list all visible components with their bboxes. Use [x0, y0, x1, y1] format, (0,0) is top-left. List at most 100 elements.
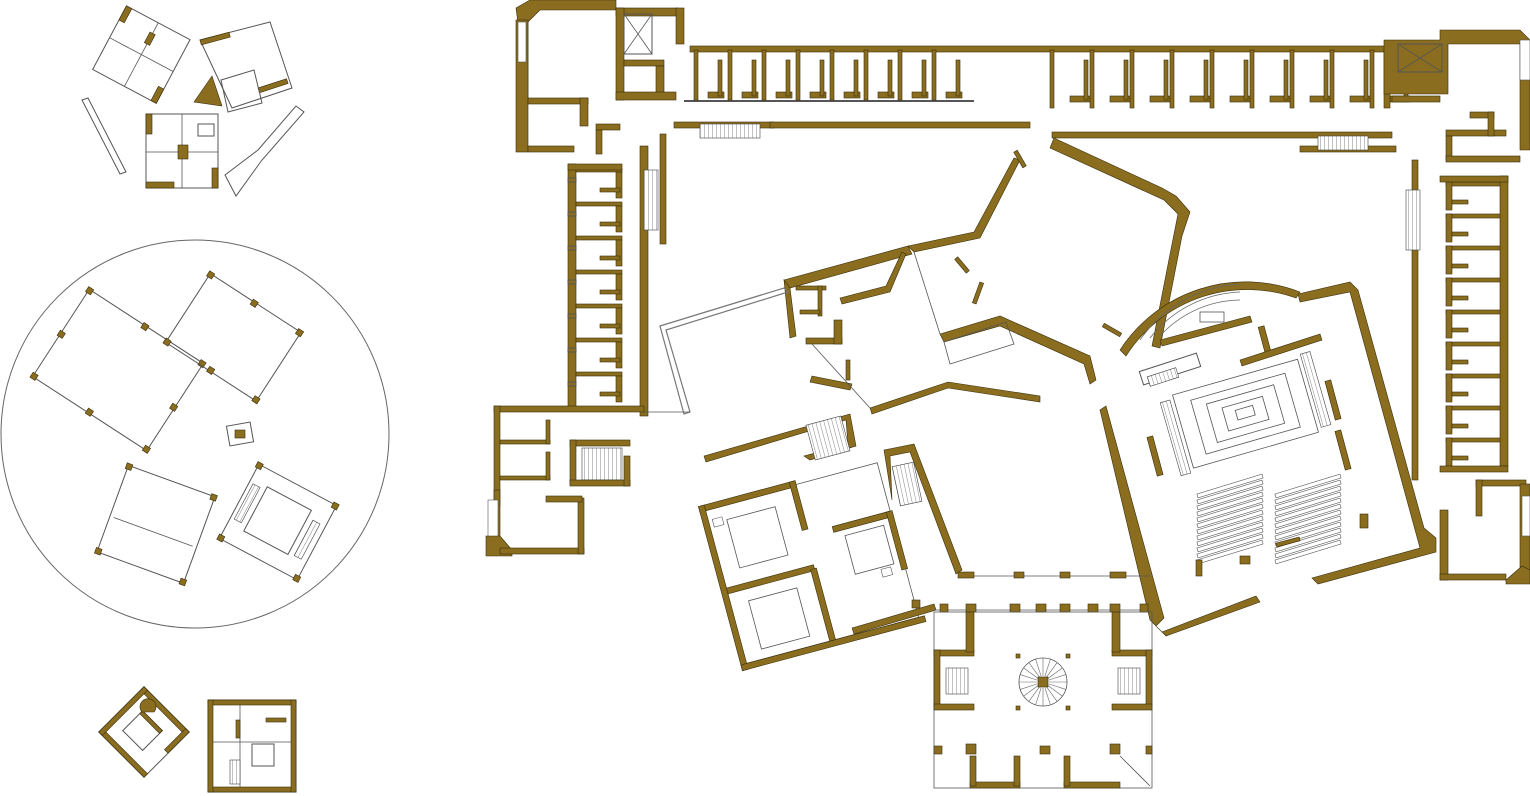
seat-row [1274, 479, 1342, 505]
room-wall [897, 49, 903, 101]
circle-block-upper-left [29, 286, 207, 454]
room-wall [931, 49, 937, 101]
room-wall [1445, 277, 1507, 283]
top-left-pavilions [81, 5, 305, 197]
spiral-step [1047, 685, 1063, 697]
seat-row [1274, 515, 1342, 541]
seat-row [1274, 473, 1342, 499]
seat-row [1274, 497, 1342, 523]
room-wall [1445, 405, 1453, 435]
south-corridor [934, 571, 1150, 613]
spiral-step [1044, 687, 1051, 705]
room-wall [1083, 59, 1089, 101]
west-wing [485, 163, 645, 557]
room-wall [599, 221, 621, 227]
room-wall [1049, 49, 1055, 109]
room-wall [863, 49, 869, 101]
pavilion-ramp [81, 97, 127, 175]
west-rooms [567, 167, 623, 403]
seat-row [1196, 497, 1264, 523]
room-wall [1363, 59, 1369, 101]
room-wall [761, 49, 767, 101]
room-wall [615, 171, 623, 199]
room-door [567, 381, 577, 387]
seat-row [1274, 533, 1342, 559]
studio-cluster [698, 413, 963, 672]
house-rotated [98, 686, 190, 778]
spiral-step [1028, 686, 1040, 702]
spiral-step [1048, 674, 1066, 681]
room-wall [1445, 277, 1453, 307]
room-wall [1451, 199, 1469, 205]
room-wall [1329, 49, 1335, 109]
east-rooms [1445, 181, 1507, 467]
north-rooms-left [693, 49, 963, 101]
room-wall [727, 49, 733, 101]
room-wall [1089, 49, 1095, 109]
room-wall [1451, 263, 1469, 269]
spiral-stair [1019, 658, 1067, 706]
room-wall [615, 341, 623, 369]
room-wall [615, 273, 623, 301]
room-wall [615, 307, 623, 335]
room-wall [575, 201, 623, 207]
seat-row [1196, 485, 1264, 511]
east-wing [1405, 159, 1530, 585]
house-round-element [139, 698, 157, 713]
room-wall [1451, 327, 1469, 333]
room-wall [945, 91, 963, 99]
seat-row [1196, 533, 1264, 559]
seat-row [1274, 485, 1342, 511]
spiral-step [1044, 659, 1051, 677]
room-wall [575, 269, 623, 275]
room-wall [707, 91, 725, 99]
room-wall [1445, 437, 1507, 443]
spiral-step [1020, 683, 1038, 690]
room-wall [741, 91, 759, 99]
room-wall [1451, 455, 1469, 461]
seat-row [1196, 527, 1264, 553]
room-wall [1323, 59, 1329, 101]
room-wall [575, 371, 623, 377]
room-door [567, 279, 577, 285]
pavilion-trapezoid [193, 21, 293, 113]
room-door [567, 313, 577, 319]
house-orthogonal [207, 699, 297, 793]
spiral-step [1023, 685, 1039, 697]
room-wall [1451, 231, 1469, 237]
room-wall [615, 205, 623, 233]
room-wall [775, 91, 793, 99]
seat-row [1196, 521, 1264, 547]
bottom-left-buildings [98, 686, 297, 793]
room-wall [795, 49, 801, 101]
room-wall [1209, 49, 1215, 109]
room-wall [1445, 437, 1453, 467]
room-wall [1289, 49, 1295, 109]
room-wall [575, 303, 623, 309]
room-wall [1445, 213, 1453, 243]
main-complex [485, 0, 1530, 789]
room-wall [599, 391, 621, 397]
north-wing-right [1049, 49, 1411, 153]
seat-row [1196, 491, 1264, 517]
room-wall [599, 255, 621, 261]
room-wall [1445, 309, 1453, 339]
circle-block-upper-right [162, 270, 305, 405]
room-wall [1451, 391, 1469, 397]
room-wall [921, 59, 927, 97]
room-wall [887, 59, 893, 97]
seat-row [1196, 503, 1264, 529]
room-wall [1445, 181, 1453, 211]
room-wall [575, 337, 623, 343]
spiral-step [1048, 683, 1066, 690]
pavilion-bracket [224, 105, 305, 197]
seat-row [1196, 473, 1264, 499]
room-wall [853, 59, 859, 97]
room-wall [819, 59, 825, 97]
seat-row [1196, 479, 1264, 505]
pavilion-square [145, 113, 219, 189]
pavilion-rotated-square [91, 5, 191, 104]
spiral-step [1023, 667, 1039, 679]
north-wing-left [639, 45, 1391, 417]
